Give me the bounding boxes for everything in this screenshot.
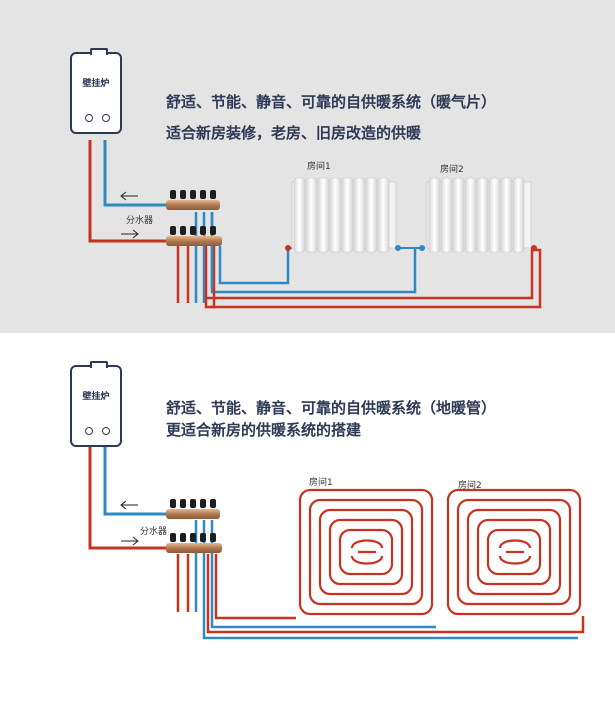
lower-manifold xyxy=(166,533,222,553)
room2-label: 房间2 xyxy=(440,165,464,175)
lower-manifold xyxy=(166,226,222,246)
room2-label: 房间2 xyxy=(458,481,482,491)
return-pipe xyxy=(103,447,168,516)
manifold-label: 分水器 xyxy=(140,527,168,537)
title-line-1: 舒适、节能、静音、可靠的自供暖系统（地暖管） xyxy=(166,399,497,417)
boiler-top-cap xyxy=(90,361,108,368)
floor-loop-pipes xyxy=(176,520,585,640)
flow-arrow-left xyxy=(120,191,138,201)
wall-boiler: 壁挂炉 xyxy=(70,48,122,134)
title-line-2: 更适合新房的供暖系统的搭建 xyxy=(166,421,362,439)
upper-manifold xyxy=(166,190,220,210)
wall-boiler: 壁挂炉 xyxy=(70,361,122,447)
boiler-label: 壁挂炉 xyxy=(82,392,110,402)
radiator-room2 xyxy=(419,177,537,253)
boiler-outlet-dot xyxy=(85,427,93,435)
floor-heating-panel: 壁挂炉 舒适、节能、静音、可靠的自供暖系统（地暖管） 更适合新房的供暖系统的搭建… xyxy=(0,333,615,706)
flow-arrow-left xyxy=(120,500,138,510)
title-line-1: 舒适、节能、静音、可靠的自供暖系统（暖气片） xyxy=(166,93,497,111)
floor-coil-room2 xyxy=(446,488,582,616)
supply-pipe xyxy=(88,140,168,243)
return-pipe xyxy=(103,140,168,207)
supply-pipe xyxy=(88,447,168,550)
flow-arrow-right xyxy=(121,536,139,546)
flow-arrow-right xyxy=(121,229,139,239)
boiler-outlet-dot xyxy=(85,114,93,122)
boiler-inlet-dot xyxy=(102,114,110,122)
room1-label: 房间1 xyxy=(307,162,331,172)
boiler-top-cap xyxy=(90,48,108,55)
title-line-2: 适合新房装修，老房、旧房改造的供暖 xyxy=(166,124,422,142)
radiator-system-panel: 壁挂炉 舒适、节能、静音、可靠的自供暖系统（暖气片） 适合新房装修，老房、旧房改… xyxy=(0,0,615,333)
boiler-label: 壁挂炉 xyxy=(82,79,110,89)
manifold-label: 分水器 xyxy=(126,216,154,226)
floor-coil-room1 xyxy=(298,488,434,616)
boiler-inlet-dot xyxy=(102,427,110,435)
radiator-room1 xyxy=(285,177,401,253)
room1-label: 房间1 xyxy=(309,478,333,488)
upper-manifold xyxy=(166,499,220,519)
radiator-loop-pipes xyxy=(176,212,542,309)
